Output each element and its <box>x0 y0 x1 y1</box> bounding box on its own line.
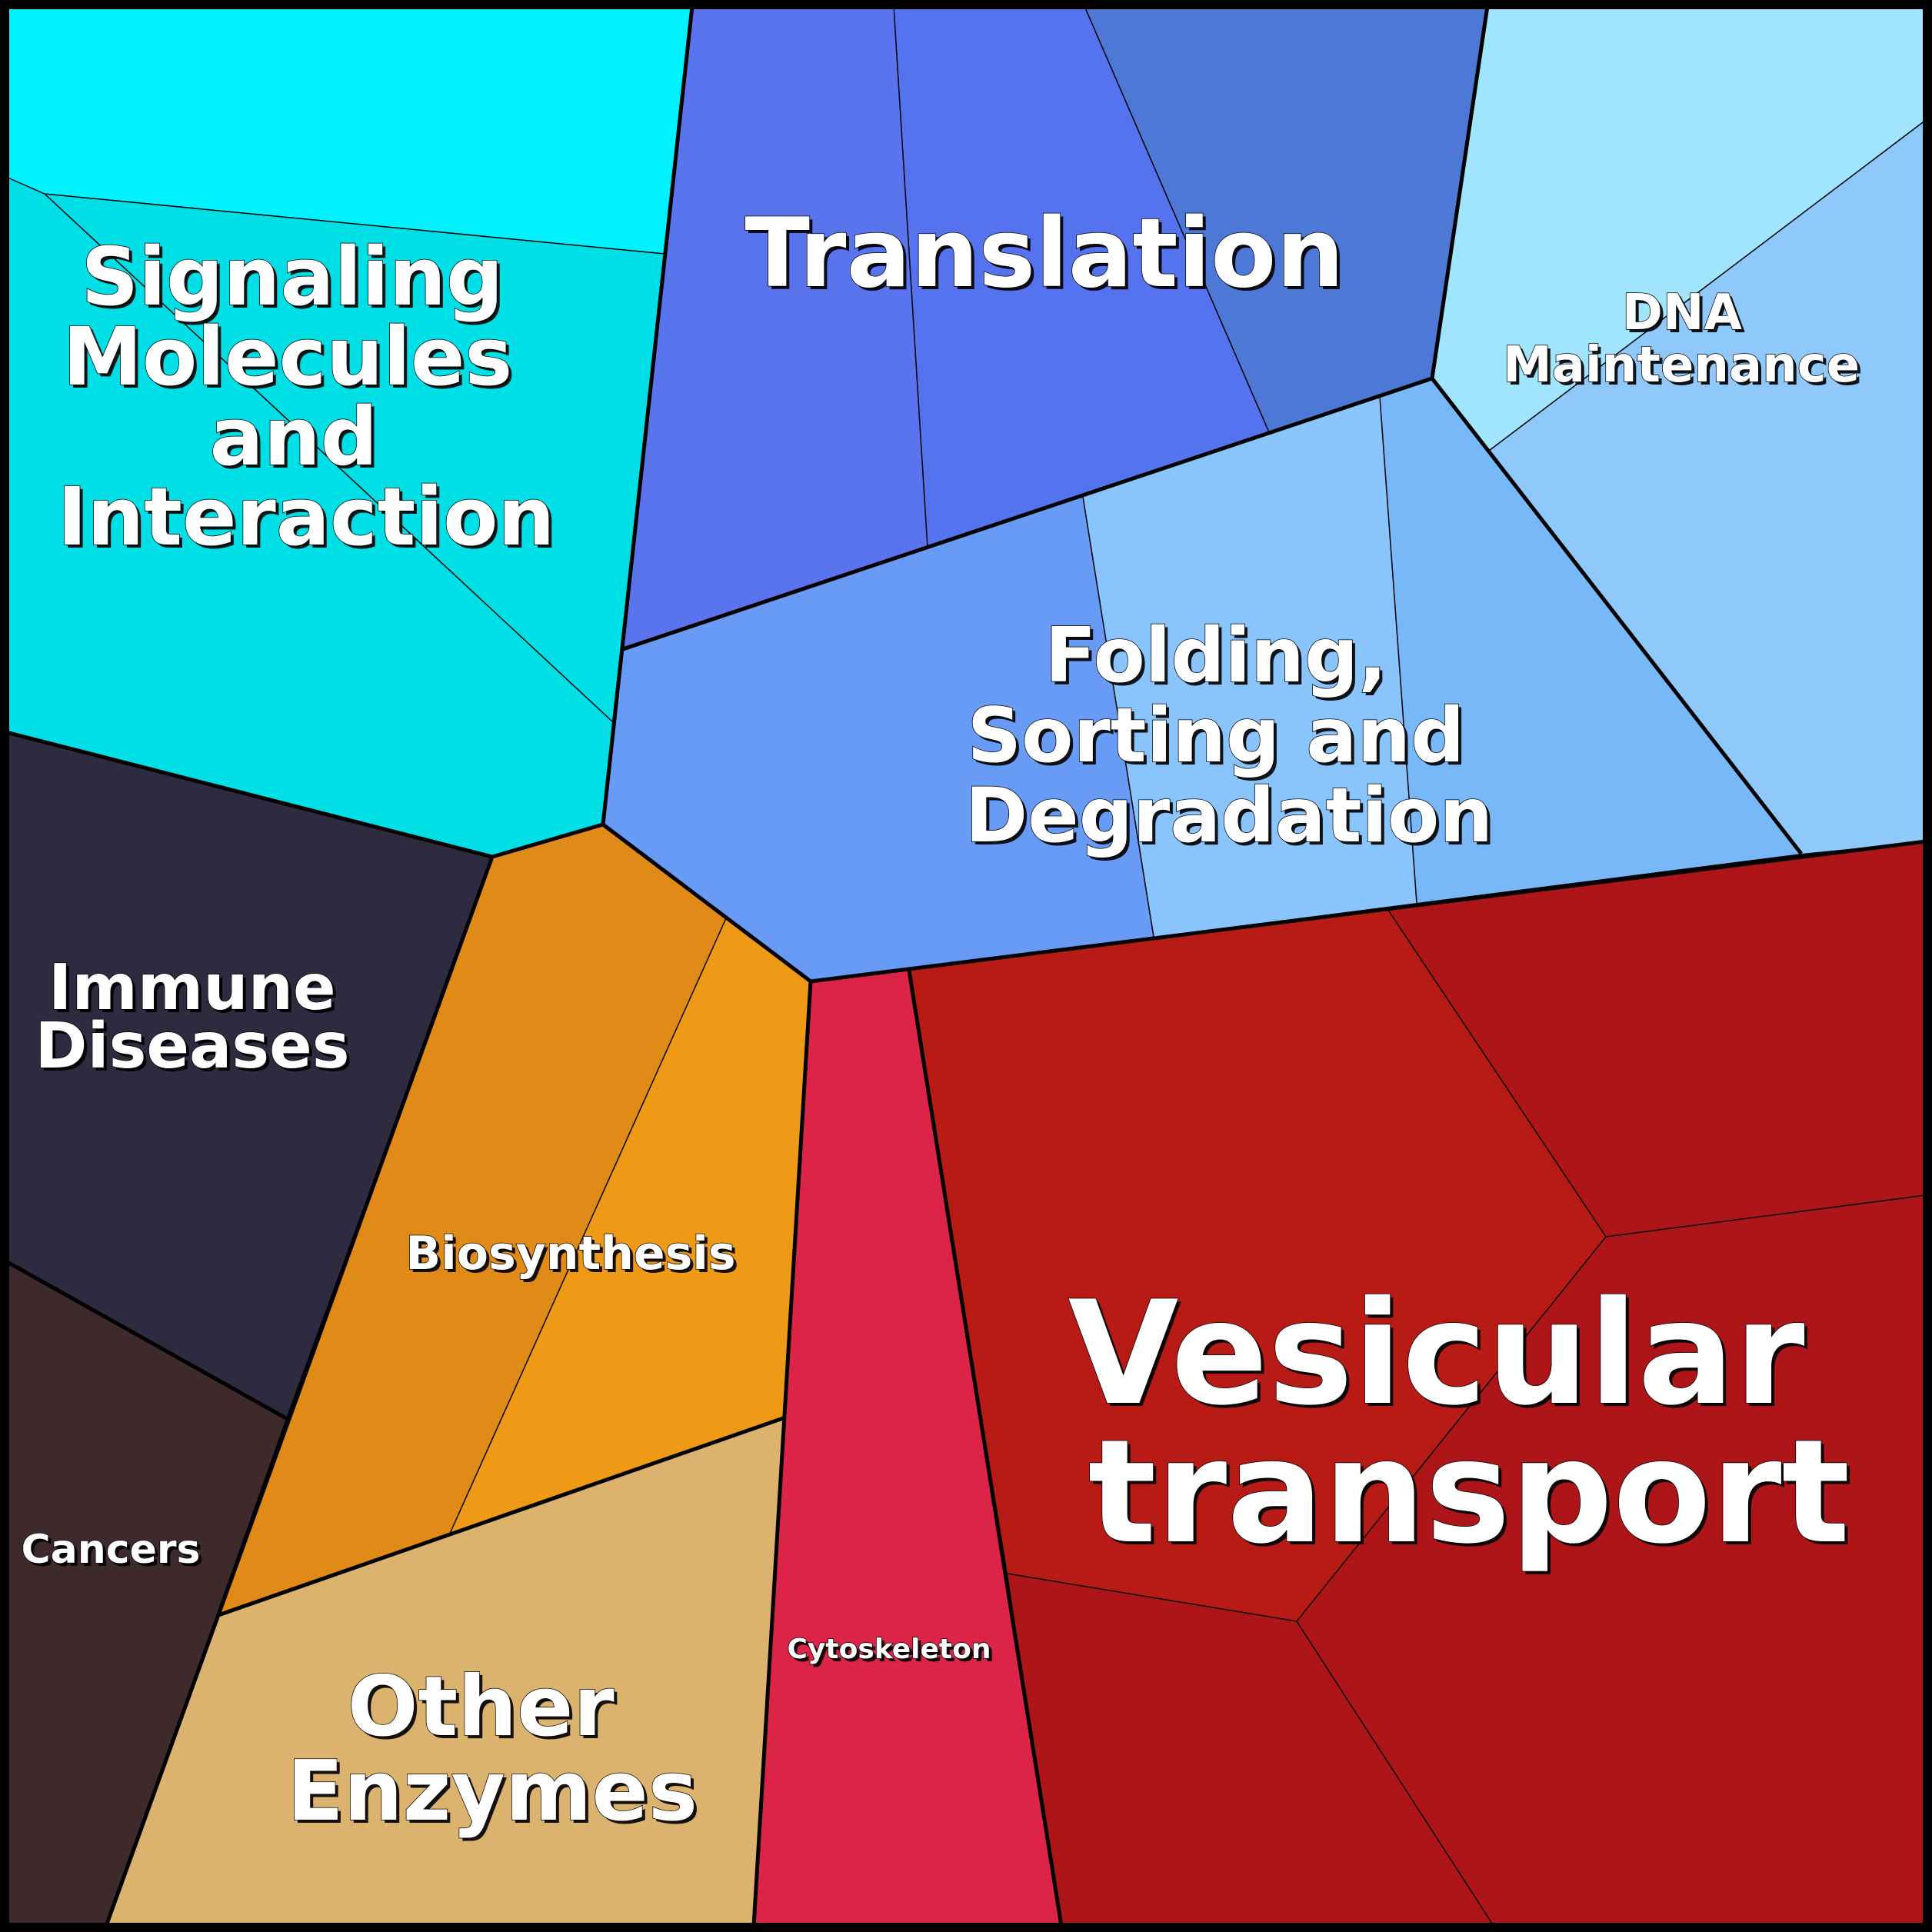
label-folding: Folding, Sorting and Degradation <box>965 612 1493 860</box>
cell-folding-3 <box>1380 378 1801 903</box>
divider-vesicular-c <box>1007 1573 1297 1622</box>
region-dna-maintenance[interactable] <box>1432 6 1927 854</box>
cell-biosynthesis-1 <box>218 824 726 1615</box>
divider-signaling-b <box>44 193 613 722</box>
divider-folding-a <box>1082 496 1154 938</box>
cell-immune <box>6 732 492 1418</box>
cell-cancers <box>6 1261 286 1926</box>
cell-biosynthesis-2 <box>449 918 811 1535</box>
region-signaling[interactable] <box>5 6 692 857</box>
divider-dna <box>1488 119 1927 451</box>
border-signaling-right <box>601 5 695 825</box>
region-cancers[interactable] <box>6 1261 286 1926</box>
svg-text:Biosynthesis: Biosynthesis <box>408 1230 738 1284</box>
label-biosynthesis: Biosynthesis <box>405 1227 735 1281</box>
cell-other-enzymes <box>106 1418 783 1926</box>
label-immune-diseases: Immune Diseases <box>35 951 358 1083</box>
cell-vesicular-3 <box>1297 1195 1926 1926</box>
svg-text:Folding, Sorting and: Folding, Sorting and Degradation <box>968 615 1496 863</box>
cell-folding-2 <box>1083 397 1417 937</box>
border-cytoskeleton-left <box>751 981 813 1927</box>
label-other-enzymes: Other Enzymes <box>287 1659 698 1840</box>
svg-text:DNA Maintenance: DNA Maintenance <box>1506 288 1863 397</box>
region-biosynthesis[interactable] <box>218 824 811 1615</box>
label-signaling: Signaling Molecules and Interaction <box>58 230 555 564</box>
cell-signaling-2 <box>6 177 665 857</box>
cell-vesicular-2 <box>1387 841 1926 1237</box>
region-vesicular-transport[interactable] <box>909 841 1927 1927</box>
cell-dna-2 <box>1489 120 1926 854</box>
cell-translation-1 <box>623 6 928 649</box>
svg-text:Cancers: Cancers <box>25 1530 204 1576</box>
cell-folding-1 <box>603 497 1154 981</box>
border-immune-cancers <box>5 1259 288 1421</box>
divider-translation-a <box>893 5 928 548</box>
label-cytoskeleton: Cytoskeleton <box>788 1634 991 1665</box>
region-folding[interactable] <box>603 378 1801 981</box>
region-cytoskeleton[interactable] <box>754 971 1061 1926</box>
svg-text:Vesicular transport: Vesicular transport <box>1071 1273 1858 1578</box>
cell-translation-2 <box>894 6 1269 548</box>
cell-vesicular-4 <box>1008 1574 1494 1926</box>
divider-translation-b <box>1084 5 1270 433</box>
border-cytoskeleton-right <box>907 970 1064 1927</box>
region-immune-diseases[interactable] <box>6 732 492 1418</box>
label-cancers: Cancers <box>22 1527 201 1573</box>
label-translation: Translation <box>744 198 1344 309</box>
region-other-enzymes[interactable] <box>106 1418 783 1926</box>
cell-signaling-1 <box>6 6 692 254</box>
category-borders <box>5 5 1927 1927</box>
svg-text:Cytoskeleton: Cytoskeleton <box>791 1637 994 1668</box>
cell-dna-1 <box>1432 6 1926 451</box>
border-biosynthesis-enzymes <box>218 1416 784 1617</box>
label-vesicular-transport: Vesicular transport <box>1068 1270 1855 1575</box>
border-immune-biosynthesis <box>104 856 495 1927</box>
svg-text:Translation: Translation <box>748 202 1347 312</box>
divider-biosynthesis <box>448 918 727 1536</box>
labels: Translation Translation Signaling Molecu… <box>21 198 1863 1843</box>
svg-text:Other Enzymes: Other Enzymes <box>290 1662 701 1843</box>
cell-translation-3 <box>1084 6 1487 432</box>
label-dna-maintenance: DNA Maintenance <box>1503 285 1860 394</box>
cell-vesicular-1 <box>909 909 1606 1621</box>
border-dna-folding <box>1431 377 1803 855</box>
svg-text:Immune Diseases: Immune Diseases <box>38 954 361 1086</box>
cell-cytoskeleton <box>754 971 1061 1926</box>
divider-folding-b <box>1379 396 1417 904</box>
svg-text:Signaling Molecules: Signaling Molecules and Interaction <box>61 233 558 567</box>
region-translation[interactable] <box>623 5 1487 649</box>
